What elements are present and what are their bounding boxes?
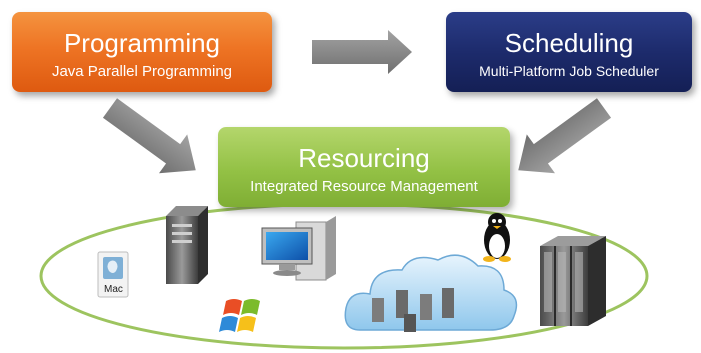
mac-os-icon: Mac (97, 251, 129, 298)
arrow-scheduling-to-resourcing (518, 98, 612, 174)
mac-label: Mac (104, 284, 123, 295)
resourcing-title: Resourcing (298, 143, 430, 173)
resourcing-box: Resourcing Integrated Resource Managemen… (218, 127, 510, 207)
linux-penguin-icon (483, 213, 511, 262)
cloud-servers-icon (344, 254, 518, 332)
arrow-programming-to-scheduling (312, 30, 412, 74)
scheduling-subtitle: Multi-Platform Job Scheduler (479, 63, 659, 79)
programming-title: Programming (63, 28, 221, 58)
programming-subtitle: Java Parallel Programming (51, 63, 233, 80)
scheduling-title: Scheduling (504, 28, 634, 58)
arrow-programming-to-resourcing (102, 98, 196, 174)
scheduling-box: Scheduling Multi-Platform Job Scheduler (446, 12, 692, 92)
tower-server-icon (166, 206, 208, 284)
server-rack-icon (540, 236, 606, 326)
resourcing-subtitle: Integrated Resource Management (250, 178, 478, 195)
windows-logo-icon (219, 299, 260, 332)
desktop-computer-icon (261, 216, 336, 281)
programming-box: Programming Java Parallel Programming (12, 12, 272, 92)
